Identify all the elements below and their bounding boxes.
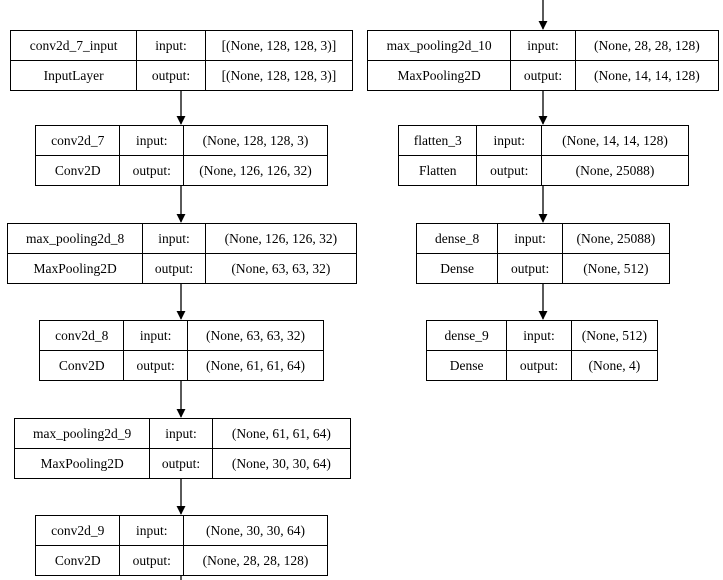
layer-type: InputLayer (43, 67, 104, 83)
layer-node-conv2d-8: conv2d_8 input:(None, 63, 63, 32) Conv2D ou… (39, 320, 324, 381)
output-shape: (None, 61, 61, 64) (186, 351, 323, 380)
layer-type: MaxPooling2D (33, 260, 117, 276)
layer-type: MaxPooling2D (40, 455, 124, 471)
layer-row: flatten_3 input:(None, 14, 14, 128) (399, 126, 688, 155)
layer-row: MaxPooling2D output:(None, 63, 63, 32) (8, 253, 356, 283)
layer-type: Conv2D (54, 552, 101, 568)
input-shape: (None, 28, 28, 128) (574, 31, 718, 60)
layer-type: Dense (440, 260, 475, 276)
layer-row: Dense output:(None, 4) (427, 350, 657, 380)
input-shape: (None, 63, 63, 32) (186, 321, 323, 350)
layer-node-conv2d-7-input: conv2d_7_input input:[(None, 128, 128, 3)… (10, 30, 353, 91)
layer-row: conv2d_7_input input:[(None, 128, 128, 3)… (11, 31, 352, 60)
layer-name: conv2d_7 (51, 132, 105, 148)
layer-row: conv2d_8 input:(None, 63, 63, 32) (40, 321, 323, 350)
output-label: output: (506, 351, 570, 380)
layer-row: Conv2D output:(None, 126, 126, 32) (36, 155, 327, 185)
layer-name: conv2d_9 (51, 522, 105, 538)
layer-type: Conv2D (54, 162, 101, 178)
output-shape: (None, 14, 14, 128) (574, 61, 718, 90)
layer-name: conv2d_7_input (29, 37, 118, 53)
input-label: input: (497, 224, 561, 253)
layer-row: dense_9 input:(None, 512) (427, 321, 657, 350)
input-label: input: (136, 31, 205, 60)
layer-row: Conv2D output:(None, 28, 28, 128) (36, 545, 327, 575)
layer-name: flatten_3 (413, 132, 462, 148)
output-shape: (None, 512) (561, 254, 669, 283)
output-shape: (None, 25088) (541, 156, 688, 185)
output-label: output: (119, 156, 183, 185)
input-label: input: (506, 321, 570, 350)
layer-row: Flatten output:(None, 25088) (399, 155, 688, 185)
output-label: output: (476, 156, 541, 185)
output-label: output: (136, 61, 205, 90)
input-label: input: (476, 126, 541, 155)
output-shape: (None, 30, 30, 64) (211, 449, 350, 478)
layer-row: dense_8 input:(None, 25088) (417, 224, 669, 253)
layer-node-max-pooling2d-10: max_pooling2d_10 input:(None, 28, 28, 128… (367, 30, 719, 91)
input-shape: (None, 128, 128, 3) (182, 126, 327, 155)
layer-name: max_pooling2d_8 (25, 230, 125, 246)
layer-row: MaxPooling2D output:(None, 14, 14, 128) (368, 60, 718, 90)
input-label: input: (119, 126, 183, 155)
output-label: output: (497, 254, 561, 283)
layer-node-conv2d-9: conv2d_9 input:(None, 30, 30, 64) Conv2D ou… (35, 515, 328, 576)
output-shape: (None, 126, 126, 32) (182, 156, 327, 185)
layer-name: max_pooling2d_10 (386, 37, 492, 53)
layer-name: conv2d_8 (55, 327, 109, 343)
layer-row: conv2d_9 input:(None, 30, 30, 64) (36, 516, 327, 545)
layer-node-dense-8: dense_8 input:(None, 25088) Dense output:(N… (416, 223, 670, 284)
layer-node-conv2d-7: conv2d_7 input:(None, 128, 128, 3) Conv2D o… (35, 125, 328, 186)
input-label: input: (510, 31, 575, 60)
input-shape: [(None, 128, 128, 3)] (204, 31, 352, 60)
output-label: output: (149, 449, 212, 478)
input-label: input: (119, 516, 183, 545)
layer-node-dense-9: dense_9 input:(None, 512) Dense output:(Non… (426, 320, 658, 381)
layer-row: max_pooling2d_9 input:(None, 61, 61, 64) (15, 419, 350, 448)
layer-type: Conv2D (58, 357, 105, 373)
output-label: output: (123, 351, 187, 380)
layer-type: MaxPooling2D (397, 67, 481, 83)
layer-row: InputLayer output:[(None, 128, 128, 3)] (11, 60, 352, 90)
input-shape: (None, 126, 126, 32) (204, 224, 356, 253)
output-label: output: (510, 61, 575, 90)
output-shape: (None, 4) (570, 351, 657, 380)
input-shape: (None, 30, 30, 64) (182, 516, 327, 545)
output-shape: (None, 63, 63, 32) (204, 254, 356, 283)
input-label: input: (142, 224, 205, 253)
layer-row: max_pooling2d_8 input:(None, 126, 126, 32… (8, 224, 356, 253)
input-shape: (None, 25088) (561, 224, 669, 253)
layer-row: Dense output:(None, 512) (417, 253, 669, 283)
layer-name: dense_9 (444, 327, 489, 343)
layer-type: Dense (449, 357, 484, 373)
input-shape: (None, 14, 14, 128) (541, 126, 688, 155)
layer-row: conv2d_7 input:(None, 128, 128, 3) (36, 126, 327, 155)
input-label: input: (149, 419, 212, 448)
input-shape: (None, 512) (570, 321, 657, 350)
layer-row: MaxPooling2D output:(None, 30, 30, 64) (15, 448, 350, 478)
layer-name: dense_8 (435, 230, 480, 246)
output-shape: (None, 28, 28, 128) (182, 546, 327, 575)
input-label: input: (123, 321, 187, 350)
input-shape: (None, 61, 61, 64) (211, 419, 350, 448)
output-shape: [(None, 128, 128, 3)] (204, 61, 352, 90)
layer-row: Conv2D output:(None, 61, 61, 64) (40, 350, 323, 380)
layer-node-max-pooling2d-8: max_pooling2d_8 input:(None, 126, 126, 32… (7, 223, 357, 284)
layer-row: max_pooling2d_10 input:(None, 28, 28, 128… (368, 31, 718, 60)
output-label: output: (142, 254, 205, 283)
output-label: output: (119, 546, 183, 575)
layer-name: max_pooling2d_9 (32, 425, 132, 441)
layer-type: Flatten (418, 162, 457, 178)
